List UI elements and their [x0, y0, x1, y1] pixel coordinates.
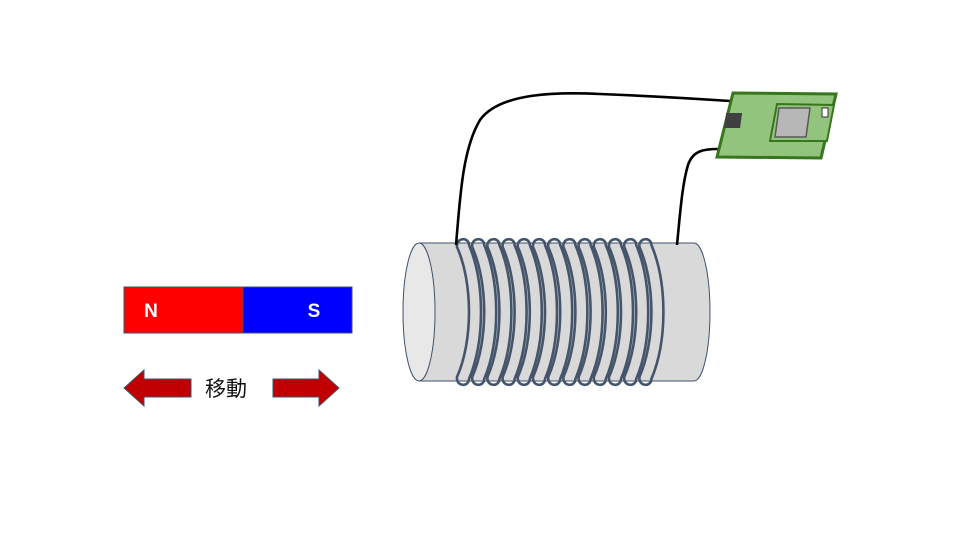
right-arrow-icon: [273, 370, 339, 406]
lead-wire-top: [456, 93, 730, 245]
led-indicator: [822, 108, 828, 117]
motion-indicator: 移動: [124, 370, 339, 406]
magnet-south-pole: [243, 287, 352, 333]
south-pole-label: S: [308, 301, 321, 322]
north-pole-label: N: [144, 301, 158, 322]
module-shield: [775, 108, 810, 137]
magnet-north-pole: [124, 287, 243, 333]
circuit-board: [717, 93, 836, 158]
motion-label: 移動: [205, 377, 247, 401]
cylinder-end-face: [403, 243, 435, 381]
bar-magnet: N S: [124, 287, 352, 333]
lead-wire-bottom: [677, 149, 718, 245]
left-arrow-icon: [124, 370, 191, 406]
lead-wires: [456, 93, 730, 245]
ic-chip: [724, 113, 742, 128]
